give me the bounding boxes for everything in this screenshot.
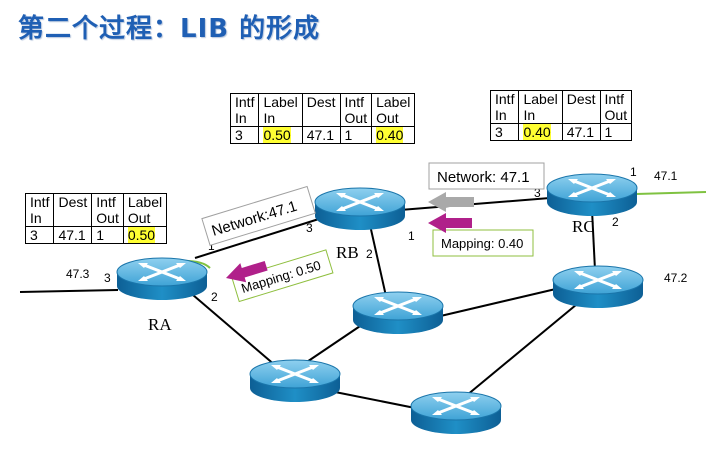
table-header: Intf In bbox=[489, 90, 520, 124]
lib-table-rb: Intf In Label In Dest Intf Out Label Out… bbox=[229, 93, 416, 144]
table-header: Label In bbox=[258, 93, 303, 127]
router-rb-icon bbox=[313, 186, 407, 232]
network-arrow-icon bbox=[428, 192, 474, 212]
table-header: Dest bbox=[301, 93, 341, 127]
router-ra-icon bbox=[115, 256, 209, 302]
table-cell: 3 bbox=[229, 126, 260, 144]
table-cell: 3 bbox=[24, 226, 55, 244]
table-header: Label Out bbox=[371, 93, 416, 127]
ra-intf-in: 3 bbox=[104, 271, 111, 285]
rc-network-label: 47.1 bbox=[654, 169, 678, 183]
link-bl-br bbox=[324, 389, 416, 409]
link-rb-mc bbox=[369, 224, 389, 306]
table-cell: 1 bbox=[339, 126, 373, 144]
rc-intf-bottom: 2 bbox=[612, 215, 619, 229]
mapping-arrow-rc-icon bbox=[428, 213, 472, 233]
rb-intf-left: 3 bbox=[306, 221, 313, 235]
router-rb-label: RB bbox=[336, 243, 359, 262]
table-cell: 3 bbox=[489, 123, 520, 141]
router-rc-icon bbox=[545, 172, 639, 218]
r2-network-label: 47.2 bbox=[664, 271, 688, 285]
link-r2-br bbox=[454, 294, 589, 406]
network-message-rc-text: Network: 47.1 bbox=[437, 169, 530, 186]
router-rc-label: RC bbox=[572, 217, 595, 236]
rc-intf-top: 1 bbox=[630, 165, 637, 179]
table-cell-highlight: 0.50 bbox=[122, 226, 168, 244]
table-header: Intf Out bbox=[91, 193, 124, 227]
rc-intf-left: 3 bbox=[534, 186, 541, 200]
table-header: Dest bbox=[561, 90, 601, 124]
link-rb-rc bbox=[399, 197, 551, 211]
table-header: Label In bbox=[518, 90, 563, 124]
mapping-message-rc-text: Mapping: 0.40 bbox=[441, 236, 523, 251]
table-header: Intf In bbox=[24, 193, 55, 227]
router-mid-icon bbox=[351, 290, 445, 336]
table-header: Label Out bbox=[122, 193, 168, 227]
ra-intf-out: 2 bbox=[211, 290, 218, 304]
page-title: 第二个过程：LIB 的形成 bbox=[18, 14, 321, 44]
lib-table-ra: Intf In Dest Intf Out Label Out 3 47.1 1… bbox=[24, 193, 168, 244]
table-cell: 1 bbox=[599, 123, 633, 141]
rb-intf-right: 1 bbox=[408, 229, 415, 243]
table-header: Dest bbox=[53, 193, 93, 227]
table-cell-highlight: 0.50 bbox=[258, 126, 303, 144]
router-bottom-right-icon bbox=[409, 390, 503, 436]
network-message-rc: Network: 47.1 bbox=[428, 162, 545, 190]
table-cell: 47.1 bbox=[301, 126, 341, 144]
table-cell-highlight: 0.40 bbox=[518, 123, 563, 141]
table-header: Intf In bbox=[229, 93, 260, 127]
table-cell: 47.1 bbox=[561, 123, 601, 141]
links bbox=[19, 197, 596, 409]
table-cell-highlight: 0.40 bbox=[371, 126, 416, 144]
lib-table-rc: Intf In Label In Dest Intf Out 3 0.40 47… bbox=[489, 90, 633, 141]
link-ra-ext bbox=[19, 289, 119, 293]
table-header: Intf Out bbox=[599, 90, 633, 124]
mapping-message-rc: Mapping: 0.40 bbox=[432, 229, 534, 257]
ra-intf-top: 1 bbox=[208, 239, 215, 253]
ra-network-label: 47.3 bbox=[66, 267, 90, 281]
table-cell: 1 bbox=[91, 226, 124, 244]
link-ra-rb bbox=[194, 217, 323, 259]
table-cell: 47.1 bbox=[53, 226, 93, 244]
rb-intf-bottom: 2 bbox=[366, 247, 373, 261]
router-bottom-left-icon bbox=[248, 358, 342, 404]
table-header: Intf Out bbox=[339, 93, 373, 127]
link-mc-r2 bbox=[431, 287, 561, 319]
network-message-rb: Network:47.1 bbox=[201, 185, 316, 247]
link-rc-ext bbox=[635, 191, 707, 195]
router-r2-icon bbox=[551, 264, 645, 310]
mapping-arrow-ra-icon bbox=[226, 260, 268, 283]
link-rc-r2 bbox=[591, 209, 596, 271]
router-ra-label: RA bbox=[148, 315, 172, 334]
